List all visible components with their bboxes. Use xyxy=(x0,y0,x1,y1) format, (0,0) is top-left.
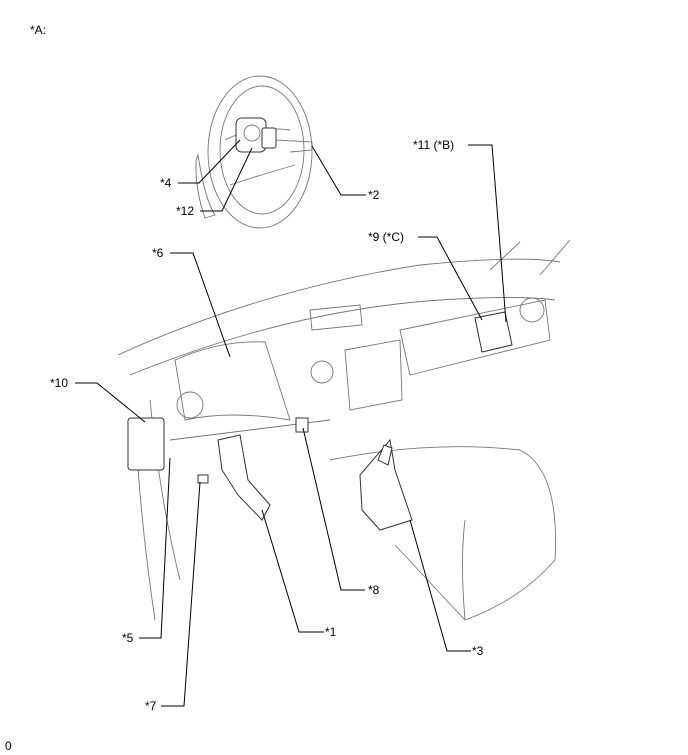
callout-9: *9 (*C) xyxy=(368,230,483,321)
callout-label-2: *2 xyxy=(368,188,380,202)
callout-1: *1 xyxy=(261,509,337,639)
callout-12: *12 xyxy=(176,147,253,218)
callout-10: *10 xyxy=(50,376,146,423)
callout-label-9: *9 (*C) xyxy=(368,230,404,244)
callout-3: *3 xyxy=(409,519,484,658)
callout-label-11: *11 (*B) xyxy=(413,138,454,152)
callout-label-12: *12 xyxy=(176,204,194,218)
footer-mark: 0 xyxy=(5,739,12,753)
figure-label: *A: xyxy=(30,23,46,37)
callout-2: *2 xyxy=(311,145,380,202)
callout-label-1: *1 xyxy=(325,625,337,639)
callout-label-4: *4 xyxy=(160,176,172,190)
callout-label-8: *8 xyxy=(368,583,380,597)
callout-5: *5 xyxy=(122,457,171,645)
callout-label-5: *5 xyxy=(122,631,134,645)
callout-11: *11 (*B) xyxy=(413,138,507,323)
callout-label-10: *10 xyxy=(50,376,68,390)
callout-4: *4 xyxy=(160,139,241,190)
callout-7: *7 xyxy=(145,481,201,713)
callout-label-7: *7 xyxy=(145,699,157,713)
callout-8: *8 xyxy=(302,427,380,597)
steering-wheel-illustration xyxy=(195,75,313,229)
callout-label-3: *3 xyxy=(472,644,484,658)
instrument-panel-illustration xyxy=(117,239,571,621)
callout-6: *6 xyxy=(152,246,231,358)
callout-label-6: *6 xyxy=(152,246,164,260)
